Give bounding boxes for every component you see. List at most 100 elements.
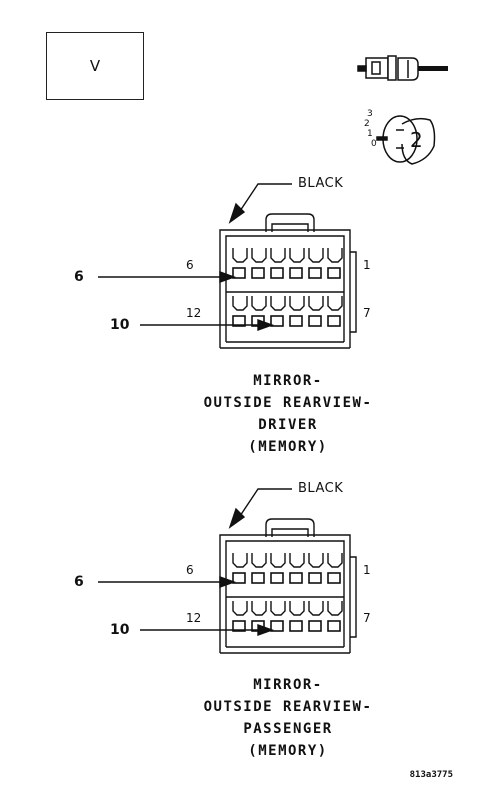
- pin-cavity: [270, 267, 284, 279]
- caption-line: (MEMORY): [248, 439, 328, 455]
- view-label: V: [89, 57, 101, 75]
- housing-bottom: [220, 341, 350, 349]
- connector-2-arrow-10-label: 10: [110, 622, 130, 638]
- pin-keyway: [327, 601, 343, 616]
- pin-keyway: [232, 248, 248, 263]
- color-leader-line: [237, 488, 292, 520]
- connector-2-pin-1-label: 1: [363, 563, 371, 577]
- caption-line: PASSENGER: [243, 721, 333, 737]
- latch: [265, 518, 315, 537]
- pin-cavity: [327, 267, 341, 279]
- key-scale-1: 1: [367, 129, 373, 139]
- housing-inner: [225, 235, 345, 342]
- pin-keyway: [308, 248, 324, 263]
- pin-keyway: [270, 601, 286, 616]
- pin-keyway: [308, 601, 324, 616]
- caption-line: DRIVER: [258, 417, 318, 433]
- pin-cavity: [270, 572, 284, 584]
- pin-cavity: [289, 315, 303, 327]
- color-leader-arrowhead: [228, 507, 246, 529]
- pin-keyway: [232, 296, 248, 311]
- caption-line: MIRROR-: [253, 677, 323, 693]
- pin-cavity: [289, 620, 303, 632]
- connector-2-pin-7-label: 7: [363, 611, 371, 625]
- caption-line: (MEMORY): [248, 743, 328, 759]
- pin-keyway: [270, 553, 286, 568]
- pin-cavity: [251, 572, 265, 584]
- housing-bottom: [220, 646, 350, 654]
- connector-2-pin-6-label: 6: [186, 563, 194, 577]
- pin-cavity: [232, 267, 246, 279]
- pin-keyway: [270, 248, 286, 263]
- pin-keyway: [308, 296, 324, 311]
- key-scale-0: 0: [371, 139, 377, 149]
- pin-cavity: [308, 267, 322, 279]
- pin-keyway: [251, 601, 267, 616]
- pin-keyway: [327, 248, 343, 263]
- pin-keyway: [327, 553, 343, 568]
- pin-keyway: [308, 553, 324, 568]
- pin-cavity: [308, 315, 322, 327]
- latch-inner: [271, 528, 309, 537]
- pin-keyway: [289, 553, 305, 568]
- connector-1-pin-6-label: 6: [186, 258, 194, 272]
- latch: [265, 213, 315, 232]
- plug-icon: [357, 55, 448, 81]
- pin-keyway: [251, 553, 267, 568]
- latch-inner: [271, 223, 309, 232]
- pin-cavity: [327, 315, 341, 327]
- arrow-pin-10-head: [257, 624, 275, 636]
- housing-side-tab: [350, 556, 357, 638]
- pin-cavity: [308, 572, 322, 584]
- view-label-box: V: [46, 32, 144, 100]
- pin-keyway: [232, 601, 248, 616]
- key-scale: 3 2 1 0: [364, 109, 377, 149]
- connector-1-arrow-6-label: 6: [74, 269, 84, 285]
- key-scale-2: 2: [364, 119, 370, 129]
- arrow-pin-6-head: [219, 576, 237, 588]
- pin-cavity: [270, 620, 284, 632]
- pin-cavity: [327, 620, 341, 632]
- pin-keyway: [270, 296, 286, 311]
- pin-keyway: [289, 296, 305, 311]
- connector-1-pin-1-label: 1: [363, 258, 371, 272]
- pin-cavity: [232, 620, 246, 632]
- pin-keyway: [289, 601, 305, 616]
- pin-cavity: [232, 315, 246, 327]
- connector-1-pin-7-label: 7: [363, 306, 371, 320]
- pin-keyway: [327, 296, 343, 311]
- connector-1-body: [98, 183, 357, 349]
- housing-outline: [219, 534, 351, 653]
- pin-cavity: [308, 620, 322, 632]
- housing-side-tab: [350, 251, 357, 333]
- connector-2-caption: MIRROR- OUTSIDE REARVIEW- PASSENGER (MEM…: [150, 674, 426, 762]
- ignition-key-icon: [376, 115, 436, 165]
- pin-keyway: [251, 248, 267, 263]
- arrow-pin-6-head: [219, 271, 237, 283]
- pin-keyway: [251, 296, 267, 311]
- key-position-label: 2: [410, 128, 423, 152]
- pin-cavity: [289, 267, 303, 279]
- pin-cavity: [232, 572, 246, 584]
- connector-1-arrow-10-label: 10: [110, 317, 130, 333]
- connector-2-color-label: BLACK: [298, 481, 344, 496]
- connector-2-body: [98, 488, 357, 654]
- connector-2-arrow-6-label: 6: [74, 574, 84, 590]
- color-leader-arrowhead: [228, 202, 246, 224]
- pin-cavity: [270, 315, 284, 327]
- caption-line: OUTSIDE REARVIEW-: [203, 699, 373, 715]
- connector-2-pin-12-label: 12: [186, 611, 202, 625]
- pin-keyway: [289, 248, 305, 263]
- pin-cavity: [289, 572, 303, 584]
- pin-keyway: [232, 553, 248, 568]
- housing-inner: [225, 540, 345, 647]
- figure-id: 813a3775: [409, 770, 453, 780]
- pin-cavity: [327, 572, 341, 584]
- housing-outline: [219, 229, 351, 348]
- caption-line: MIRROR-: [253, 373, 323, 389]
- key-scale-3: 3: [367, 109, 373, 119]
- connector-1-color-label: BLACK: [298, 176, 344, 191]
- color-leader-line: [237, 183, 292, 215]
- caption-line: OUTSIDE REARVIEW-: [203, 395, 373, 411]
